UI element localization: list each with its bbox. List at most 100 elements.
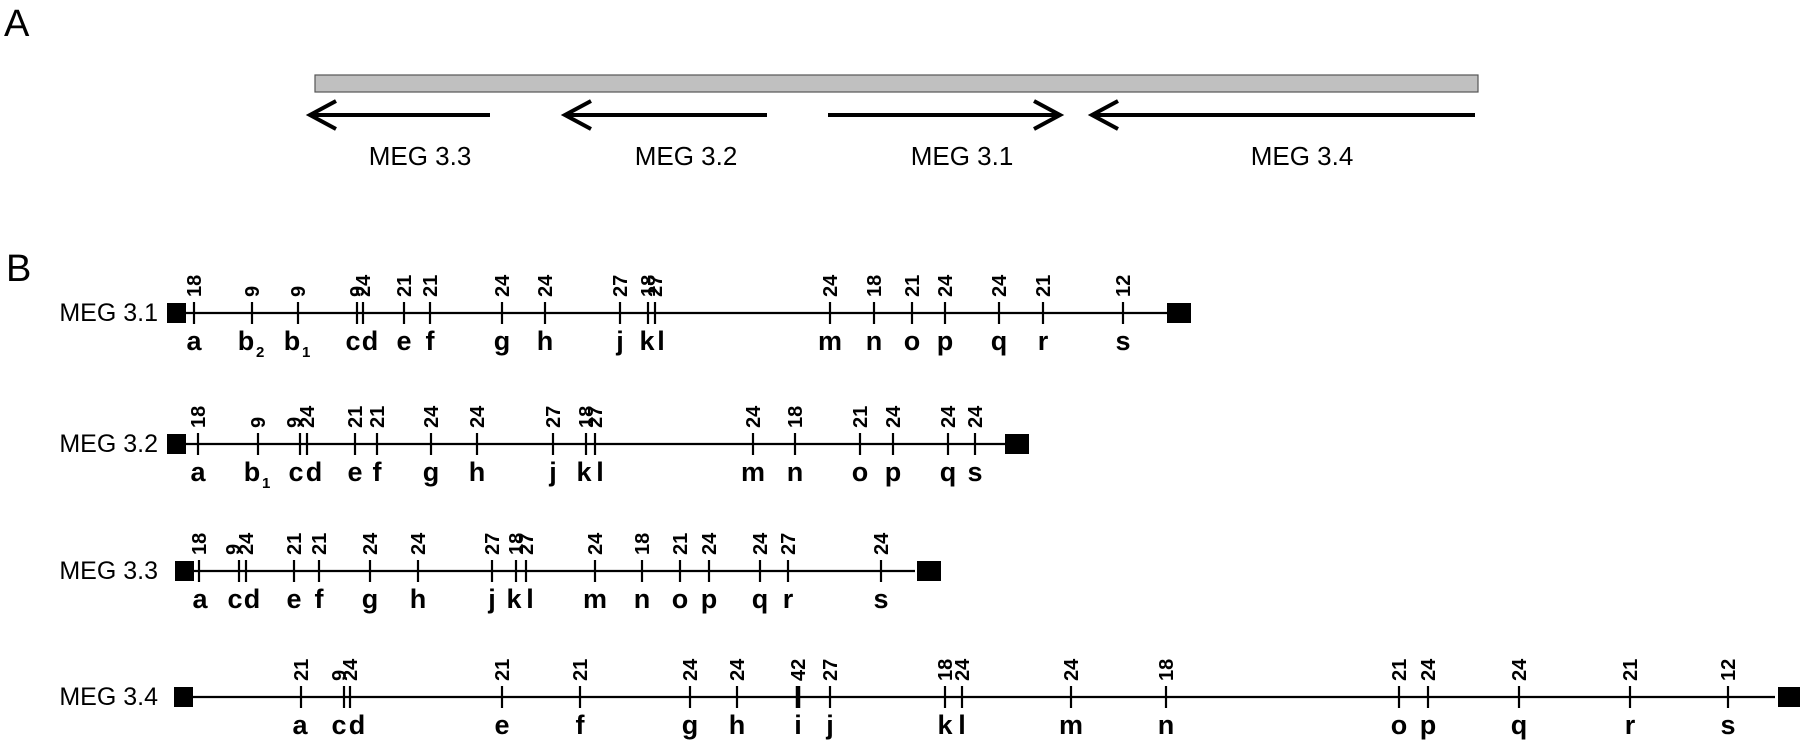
exon-length: 27 bbox=[482, 533, 504, 555]
exon-letter: c bbox=[331, 710, 346, 740]
exon-length: 18 bbox=[785, 406, 807, 428]
row-gene-name: MEG 3.3 bbox=[59, 557, 158, 585]
exon-subscript: 2 bbox=[256, 344, 264, 361]
exon-length: 24 bbox=[935, 274, 957, 297]
exon-letter: e bbox=[286, 584, 301, 614]
exon-length: 24 bbox=[952, 658, 974, 681]
exon-letter: d bbox=[362, 326, 379, 356]
exon-length: 24 bbox=[1418, 658, 1440, 681]
exon-length: 18 bbox=[632, 533, 654, 555]
exon-map-row: MEG 3.3a18c9d24e21f21g24h24j27k18l27m24n… bbox=[59, 532, 941, 614]
exon-length: 24 bbox=[492, 274, 514, 297]
exon-letter: b bbox=[284, 326, 301, 356]
row-gene-name: MEG 3.4 bbox=[59, 683, 158, 711]
exon-letter: j bbox=[615, 326, 624, 356]
exon-letter: c bbox=[288, 457, 303, 487]
gene-arrow-head bbox=[1033, 99, 1065, 131]
exon-letter: k bbox=[506, 584, 522, 614]
exon-length: 21 bbox=[309, 533, 331, 555]
exon-length: 9 bbox=[284, 417, 306, 428]
exon-letter: h bbox=[410, 584, 427, 614]
exon-length: 24 bbox=[727, 658, 749, 681]
exon-length: 24 bbox=[297, 405, 319, 428]
exon-letter: k bbox=[937, 710, 953, 740]
genomic-region-bar bbox=[314, 74, 1479, 93]
exon-letter: p bbox=[885, 457, 902, 487]
exon-length: 18 bbox=[935, 659, 957, 681]
exon-length: 18 bbox=[638, 275, 660, 297]
exon-length: 18 bbox=[576, 406, 598, 428]
exon-letter: q bbox=[991, 326, 1008, 356]
exon-letter: g bbox=[362, 584, 379, 614]
exon-letter: h bbox=[469, 457, 486, 487]
start-box bbox=[175, 561, 194, 581]
exon-length: 9 bbox=[223, 544, 245, 555]
exon-letter: r bbox=[783, 584, 794, 614]
exon-length: 21 bbox=[1389, 659, 1411, 681]
gene-label: MEG 3.3 bbox=[369, 141, 472, 171]
end-box bbox=[917, 561, 941, 581]
exon-letter: m bbox=[818, 326, 842, 356]
exon-length: 18 bbox=[864, 275, 886, 297]
exon-letter: j bbox=[487, 584, 496, 614]
exon-letter: d bbox=[349, 710, 366, 740]
exon-letter: q bbox=[940, 457, 957, 487]
exon-letter: f bbox=[373, 457, 383, 487]
exon-length: 21 bbox=[1033, 275, 1055, 297]
end-box bbox=[1005, 434, 1029, 454]
exon-letter: m bbox=[1059, 710, 1083, 740]
exon-letter: b bbox=[244, 457, 261, 487]
gene-label: MEG 3.2 bbox=[635, 141, 738, 171]
exon-letter: a bbox=[186, 326, 202, 356]
gene-label: MEG 3.1 bbox=[911, 141, 1014, 171]
exon-letter: q bbox=[752, 584, 769, 614]
exon-length: 21 bbox=[291, 659, 313, 681]
exon-letter: l bbox=[958, 710, 966, 740]
start-box bbox=[167, 434, 186, 454]
exon-length: 9 bbox=[329, 670, 351, 681]
exon-length: 24 bbox=[965, 405, 987, 428]
exon-length: 24 bbox=[743, 405, 765, 428]
exon-length: 18 bbox=[188, 406, 210, 428]
exon-letter: g bbox=[423, 457, 440, 487]
exon-length: 27 bbox=[543, 406, 565, 428]
exon-length: 24 bbox=[535, 274, 557, 297]
exon-length: 21 bbox=[670, 533, 692, 555]
exon-length: 21 bbox=[345, 406, 367, 428]
exon-letter: s bbox=[873, 584, 888, 614]
exon-length: 21 bbox=[850, 406, 872, 428]
exon-length: 24 bbox=[353, 274, 375, 297]
exon-letter: o bbox=[672, 584, 689, 614]
exon-length: 12 bbox=[1718, 659, 1740, 681]
panel-b-letter: B bbox=[6, 248, 31, 290]
start-box bbox=[174, 687, 193, 707]
exon-length: 18 bbox=[506, 533, 528, 555]
exon-letter: f bbox=[315, 584, 325, 614]
exon-length: 9 bbox=[347, 286, 369, 297]
exon-length: 24 bbox=[871, 532, 893, 555]
exon-length: 27 bbox=[645, 275, 667, 297]
exon-letter: b bbox=[238, 326, 255, 356]
exon-length: 9 bbox=[248, 417, 270, 428]
exon-letter: o bbox=[1391, 710, 1408, 740]
exon-letter: o bbox=[904, 326, 921, 356]
exon-letter: i bbox=[794, 710, 802, 740]
exon-length: 24 bbox=[883, 405, 905, 428]
exon-length: 12 bbox=[1113, 275, 1135, 297]
exon-letter: a bbox=[192, 584, 208, 614]
exon-length: 21 bbox=[420, 275, 442, 297]
exon-letter: e bbox=[396, 326, 411, 356]
exon-length: 21 bbox=[570, 659, 592, 681]
exon-length: 24 bbox=[680, 658, 702, 681]
exon-length: 21 bbox=[394, 275, 416, 297]
exon-letter: p bbox=[1420, 710, 1437, 740]
exon-letter: n bbox=[787, 457, 804, 487]
end-box bbox=[1167, 303, 1191, 323]
start-box bbox=[167, 303, 186, 323]
end-box bbox=[1778, 687, 1800, 707]
exon-letter: l bbox=[526, 584, 534, 614]
gene-arrow-head bbox=[305, 99, 337, 131]
exon-length: 24 bbox=[340, 658, 362, 681]
